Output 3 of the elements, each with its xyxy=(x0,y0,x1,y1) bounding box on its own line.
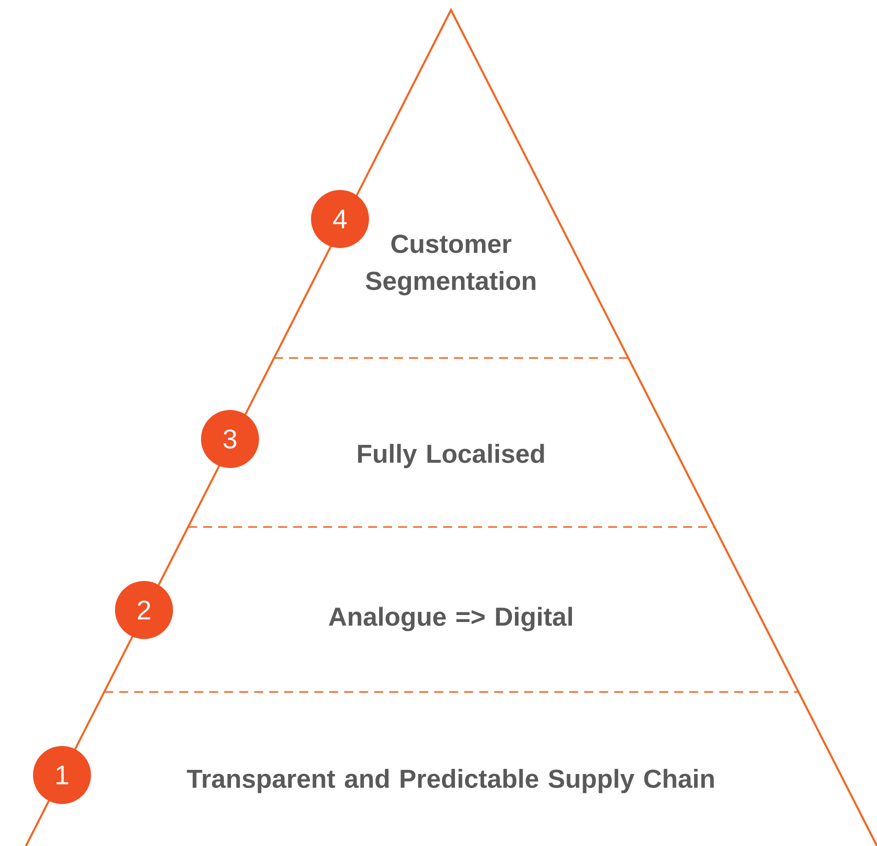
tier-label: Analogue => Digital xyxy=(328,606,572,632)
tier-label: Fully Localised xyxy=(358,444,544,468)
tier-label: Transparent and Predictable Supply Chain xyxy=(186,768,714,794)
